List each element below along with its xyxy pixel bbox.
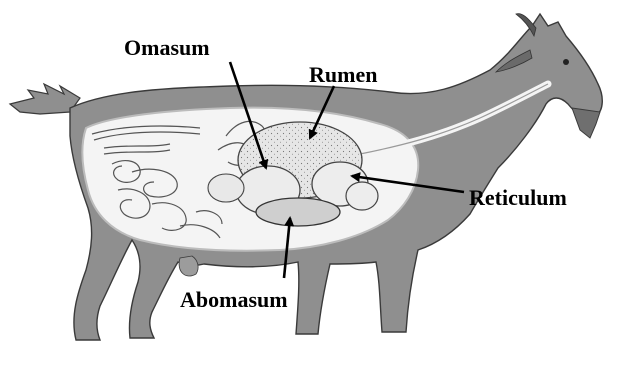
- label-abomasum: Abomasum: [180, 289, 288, 311]
- goat-beard: [572, 108, 600, 138]
- stomach-lower-fold: [208, 174, 244, 202]
- goat-udder: [179, 256, 198, 276]
- abomasum-organ: [256, 198, 340, 226]
- label-reticulum: Reticulum: [469, 187, 567, 209]
- label-rumen: Rumen: [309, 64, 377, 86]
- reticulum-lobe: [346, 182, 378, 210]
- label-omasum: Omasum: [124, 37, 210, 59]
- goat-eye: [563, 59, 569, 65]
